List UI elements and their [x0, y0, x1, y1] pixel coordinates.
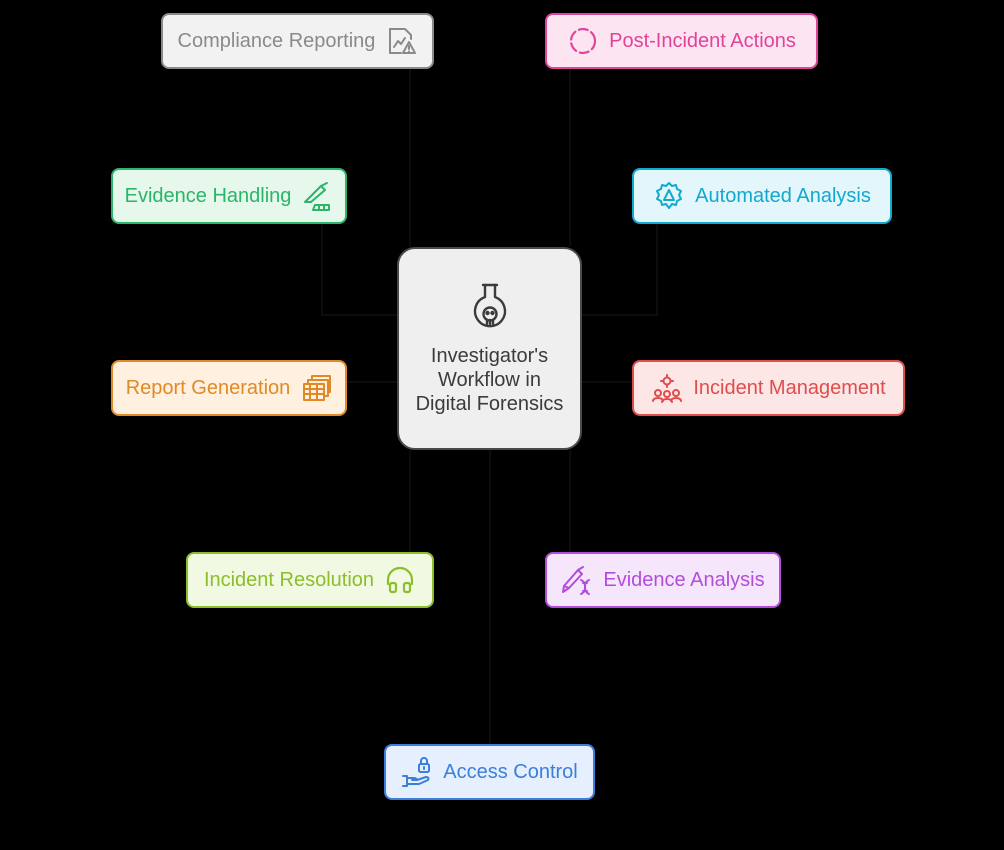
- node-incident-management[interactable]: Incident Management: [632, 360, 905, 416]
- chart-warning-icon: [385, 25, 417, 57]
- center-node: Investigator's Workflow in Digital Foren…: [397, 247, 582, 450]
- dashed-circle-icon: [567, 25, 599, 57]
- node-compliance-reporting[interactable]: Compliance Reporting: [161, 13, 434, 69]
- node-access-control[interactable]: Access Control: [384, 744, 595, 800]
- scalpel-icon: [301, 180, 333, 212]
- node-label: Evidence Handling: [124, 184, 292, 207]
- pen-dna-icon: [561, 564, 593, 596]
- node-label: Access Control: [443, 760, 578, 783]
- node-post-incident-actions[interactable]: Post-Incident Actions: [545, 13, 818, 69]
- node-evidence-analysis[interactable]: Evidence Analysis: [545, 552, 781, 608]
- node-automated-analysis[interactable]: Automated Analysis: [632, 168, 892, 224]
- team-gear-icon: [651, 372, 683, 404]
- node-label: Post-Incident Actions: [609, 29, 796, 52]
- stacked-report-icon: [300, 372, 332, 404]
- node-incident-resolution[interactable]: Incident Resolution: [186, 552, 434, 608]
- node-label: Automated Analysis: [695, 184, 871, 207]
- hand-lock-icon: [401, 756, 433, 788]
- node-label: Incident Resolution: [203, 568, 375, 591]
- node-label: Incident Management: [693, 376, 886, 399]
- node-label: Compliance Reporting: [177, 29, 376, 52]
- node-label: Report Generation: [125, 376, 291, 399]
- headset-icon: [384, 564, 416, 596]
- center-title: Investigator's Workflow in Digital Foren…: [415, 344, 564, 415]
- node-report-generation[interactable]: Report Generation: [111, 360, 347, 416]
- node-evidence-handling[interactable]: Evidence Handling: [111, 168, 347, 224]
- gear-alert-icon: [653, 180, 685, 212]
- node-label: Evidence Analysis: [603, 568, 765, 591]
- flask-skull-icon: [468, 282, 512, 334]
